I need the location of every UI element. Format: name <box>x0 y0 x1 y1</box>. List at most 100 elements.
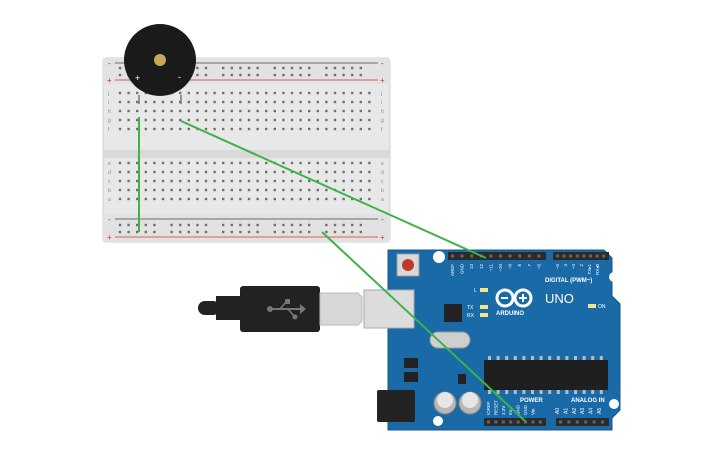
breadboard-hole <box>247 127 251 131</box>
crystal-oscillator <box>429 331 471 349</box>
analog-pin-label: A0 <box>555 408 561 414</box>
breadboard-hole <box>136 161 139 165</box>
header-hole <box>518 254 522 258</box>
breadboard-hole <box>170 127 173 131</box>
breadboard-hole <box>187 161 190 165</box>
header-hole <box>460 254 464 258</box>
analog-pin-label: A1 <box>563 408 569 414</box>
breadboard-hole <box>153 161 156 165</box>
usb-plug-metal <box>319 292 363 326</box>
breadboard-hole <box>342 118 345 122</box>
pin-label: 7 <box>527 264 532 267</box>
breadboard-hole <box>118 197 122 201</box>
breadboard-hole <box>179 179 182 183</box>
pin-label: 4 <box>563 264 568 267</box>
rail-hole <box>204 73 208 77</box>
row-label-right: j <box>380 91 382 97</box>
header-hole <box>524 420 527 424</box>
rail-hole <box>359 73 362 77</box>
breadboard-hole <box>282 161 285 165</box>
wire-rail-to-gnd[interactable] <box>321 231 526 422</box>
breadboard-hole <box>290 100 294 104</box>
row-label-right: e <box>381 161 384 167</box>
breadboard-hole <box>230 100 233 104</box>
breadboard-hole <box>351 127 354 131</box>
rail-hole <box>333 66 337 70</box>
rail-hole <box>230 230 233 234</box>
row-label-left: h <box>108 109 111 115</box>
header-hole <box>470 254 474 258</box>
breadboard-hole <box>230 91 233 95</box>
breadboard-hole <box>161 161 165 165</box>
breadboard-hole <box>222 179 225 183</box>
rail-hole <box>290 230 294 234</box>
row-label-left: g <box>108 118 111 124</box>
row-label-left: c <box>108 179 111 185</box>
breadboard-hole <box>222 91 225 95</box>
breadboard-hole <box>308 188 311 192</box>
header-hole <box>601 420 604 424</box>
rail-hole <box>282 73 285 77</box>
rail-hole <box>247 73 251 77</box>
wire-buzzer-minus-to-pin[interactable] <box>180 120 487 259</box>
breadboard-hole <box>230 109 233 113</box>
breadboard-hole <box>136 127 139 131</box>
breadboard-hole <box>170 179 173 183</box>
breadboard-center-channel <box>103 150 390 158</box>
usb-cable[interactable] <box>198 286 363 332</box>
breadboard-hole <box>161 109 165 113</box>
header-hole <box>592 420 596 424</box>
breadboard-hole <box>161 100 165 104</box>
breadboard-hole <box>204 188 208 192</box>
breadboard-hole <box>351 109 354 113</box>
rail-plus-label-bl: + <box>107 233 112 242</box>
breadboard-hole <box>213 91 216 95</box>
breadboard-hole <box>368 197 371 201</box>
wires[interactable] <box>138 117 526 422</box>
rail-hole <box>351 66 354 70</box>
header-hole <box>499 254 502 258</box>
breadboard-hole <box>290 170 294 174</box>
rail-hole <box>308 73 311 77</box>
row-label-left: b <box>108 188 111 194</box>
breadboard-hole <box>247 109 251 113</box>
rail-hole <box>290 66 294 70</box>
breadboard-hole <box>265 100 268 104</box>
breadboard-hole <box>299 100 302 104</box>
breadboard-hole <box>359 91 362 95</box>
rail-hole <box>299 223 302 227</box>
breadboard-hole <box>144 100 147 104</box>
rail-hole <box>222 73 225 77</box>
breadboard-hole <box>368 127 371 131</box>
brand-label: ARDUINO <box>496 311 524 317</box>
piezo-buzzer[interactable]: + - <box>124 24 196 104</box>
pin-label: AREF <box>450 264 455 276</box>
breadboard-hole <box>179 127 182 131</box>
breadboard-hole <box>179 188 182 192</box>
breadboard-hole <box>213 118 216 122</box>
breadboard-hole <box>127 170 130 174</box>
breadboard-hole <box>333 197 337 201</box>
rail-hole <box>256 223 259 227</box>
row-label-left: j <box>107 91 109 97</box>
mount-hole-tr <box>609 272 619 282</box>
analog-pin-label: A3 <box>580 408 586 414</box>
header-hole <box>562 254 566 258</box>
led-on <box>588 304 596 308</box>
breadboard-hole <box>179 91 182 95</box>
breadboard-hole <box>299 109 302 113</box>
breadboard-hole <box>359 197 362 201</box>
breadboard-hole <box>256 109 259 113</box>
breadboard-hole <box>230 170 233 174</box>
breadboard-hole <box>118 91 122 95</box>
breadboard-hole <box>273 179 276 183</box>
rail-hole <box>351 230 354 234</box>
breadboard-hole <box>342 188 345 192</box>
led-l <box>480 288 488 292</box>
digital-label: DIGITAL (PWM~) <box>545 278 592 284</box>
breadboard-hole <box>247 118 251 122</box>
breadboard-hole <box>265 188 268 192</box>
